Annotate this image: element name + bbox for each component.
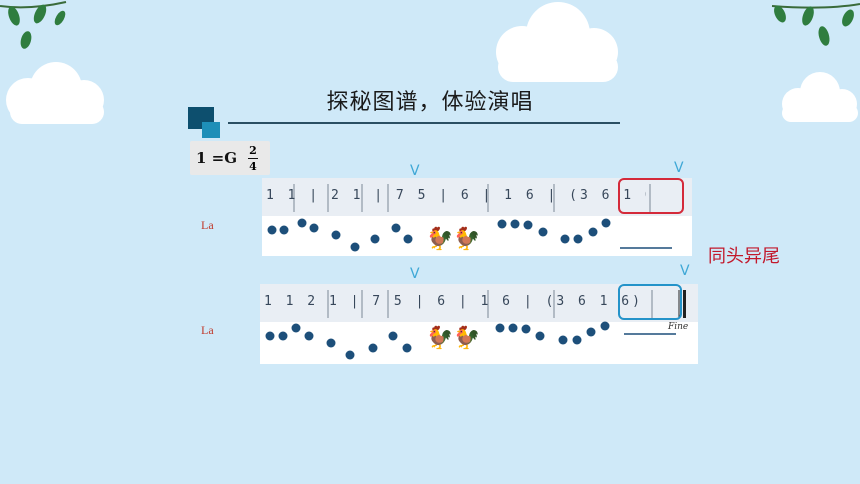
pitch-dot bbox=[510, 219, 520, 229]
pitch-dot-graph bbox=[267, 218, 672, 255]
pitch-dot bbox=[497, 219, 507, 229]
key-signature: 1 =G 2 4 bbox=[190, 141, 270, 175]
numbered-notation: 1 1 | 2 1 | 7 5 | 6 | 1 6 | (3 6 1 6) | … bbox=[266, 188, 646, 203]
side-note: 同头异尾 bbox=[708, 246, 780, 267]
pitch-dot bbox=[297, 218, 307, 228]
rooster-icon: 🐓🐓 bbox=[426, 326, 481, 351]
leaf-branch-icon bbox=[0, 1, 67, 49]
pitch-dot bbox=[368, 343, 378, 353]
title-underline bbox=[228, 122, 620, 124]
time-signature: 2 4 bbox=[248, 144, 258, 173]
ending-highlight-blue bbox=[618, 284, 682, 320]
cloud-icon bbox=[496, 2, 618, 82]
pitch-dot bbox=[388, 331, 398, 341]
leaf-branch-icon bbox=[771, 3, 860, 46]
pitch-dot bbox=[601, 218, 611, 228]
title-decoration bbox=[202, 122, 220, 138]
breath-mark: V bbox=[674, 160, 684, 176]
fine-mark: Fine bbox=[668, 322, 689, 332]
pitch-dot bbox=[523, 220, 533, 230]
pitch-dot bbox=[309, 223, 319, 233]
pitch-dot bbox=[558, 335, 568, 345]
pitch-dot bbox=[350, 242, 360, 252]
pitch-dot bbox=[573, 234, 583, 244]
cloud-icon bbox=[782, 72, 858, 122]
pitch-dot bbox=[265, 331, 275, 341]
cloud-icon bbox=[6, 62, 104, 124]
pitch-dot bbox=[600, 321, 610, 331]
pitch-dot bbox=[345, 350, 355, 360]
key-label: 1 =G bbox=[196, 149, 238, 167]
pitch-dot bbox=[326, 338, 336, 348]
lyric-label: La bbox=[201, 218, 214, 232]
pitch-dot bbox=[495, 323, 505, 333]
pitch-dot bbox=[402, 343, 412, 353]
breath-mark: V bbox=[410, 163, 420, 179]
pitch-dot bbox=[572, 335, 582, 345]
pitch-dot bbox=[279, 225, 289, 235]
lyric-label: La bbox=[201, 323, 214, 337]
numbered-notation: 1 1 2 1 | 7 5 | 6 | 1 6 | (3 6 1 6) | 2 … bbox=[264, 294, 649, 309]
breath-mark: V bbox=[680, 263, 690, 279]
ending-highlight-red bbox=[618, 178, 684, 214]
pitch-dot bbox=[267, 225, 277, 235]
pitch-dot bbox=[560, 234, 570, 244]
pitch-dot bbox=[535, 331, 545, 341]
pitch-dot bbox=[521, 324, 531, 334]
notation-bars bbox=[293, 184, 651, 212]
pitch-dot bbox=[588, 227, 598, 237]
page-title: 探秘图谱，体验演唱 bbox=[326, 90, 534, 115]
pitch-dot bbox=[586, 327, 596, 337]
pitch-dot bbox=[291, 323, 301, 333]
pitch-dot bbox=[331, 230, 341, 240]
breath-mark: V bbox=[410, 266, 420, 282]
pitch-dot bbox=[370, 234, 380, 244]
rooster-icon: 🐓🐓 bbox=[426, 227, 481, 252]
pitch-dot bbox=[538, 227, 548, 237]
pitch-dot bbox=[304, 331, 314, 341]
pitch-dot bbox=[391, 223, 401, 233]
pitch-dot bbox=[278, 331, 288, 341]
notation-row bbox=[260, 284, 698, 322]
notation-bars bbox=[327, 290, 686, 318]
pitch-dot bbox=[403, 234, 413, 244]
pitch-dot-graph bbox=[265, 321, 676, 360]
score-line-2: 1 1 2 1 | 7 5 | 6 | 1 6 | (3 6 1 6) | 2 … bbox=[260, 284, 698, 364]
pitch-dot bbox=[508, 323, 518, 333]
